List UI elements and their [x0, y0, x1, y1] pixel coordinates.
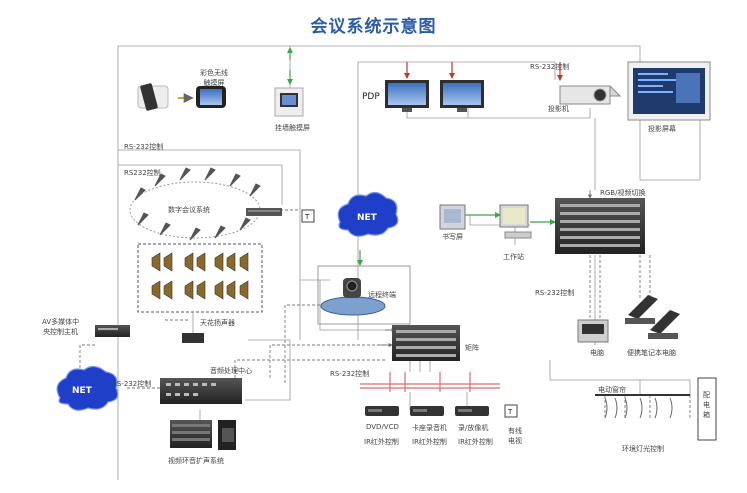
rs232-top-label: RS-232控制: [124, 143, 164, 151]
video-recorder: [455, 406, 489, 416]
wireless-touch-label: 彩色无线 触摸屏: [200, 69, 228, 87]
t-box-2: T: [504, 404, 518, 418]
laptop-computers: [625, 295, 680, 339]
ir-ctrl-1-label: IR红外控制: [364, 438, 399, 446]
pdp-display-1: [385, 80, 429, 112]
wireless-touch-panel: [137, 83, 226, 111]
rs232-matrix-label: RS-232控制: [330, 370, 370, 378]
cassette-label: 卡座录音机: [412, 424, 447, 432]
av-control-host: [95, 325, 130, 337]
projector: [558, 85, 622, 105]
power-distribution-box: [697, 377, 717, 441]
diagram-title: 会议系统示意图: [310, 17, 437, 37]
laptop-label: 便携笔记本电脑: [627, 349, 676, 357]
pdp-display-2: [440, 80, 484, 112]
wall-touch-label: 挂墙触摸屏: [275, 124, 310, 132]
t-box-1: T: [301, 209, 315, 223]
audio-center-label: 音频处理中心: [210, 367, 252, 375]
cassette-deck: [410, 406, 444, 416]
curtain-label: 电动窗帘: [598, 386, 626, 394]
wall-touch-panel: [274, 87, 304, 117]
av-host-label: AV多媒体中 央控制主机: [42, 318, 80, 336]
t-box-2-label: T: [507, 408, 513, 416]
cable-tv-label: 有线 电视: [508, 427, 522, 445]
recorder-label: 录/放像机: [458, 424, 489, 432]
ir-ctrl-3-label: IR红外控制: [458, 438, 493, 446]
tablet-label: 书写屏: [442, 233, 463, 241]
dvd-player: [365, 406, 399, 416]
red-bus: [360, 372, 500, 392]
electric-curtain: [595, 394, 690, 419]
t-box-1-label: T: [304, 213, 310, 221]
ceiling-speaker-array: [137, 243, 263, 313]
video-amp-label: 视频环音扩声系统: [168, 457, 224, 465]
lighting-label: 环境灯光控制: [622, 445, 664, 453]
net-bottom-label: NET: [72, 386, 93, 396]
net-top-label: NET: [357, 213, 378, 223]
remote-camera-label: 远程终端: [368, 291, 396, 299]
rs232-right-label: RS-232控制: [535, 289, 575, 297]
signal-arrows: [178, 47, 592, 347]
digital-conference-mics: [129, 167, 261, 241]
power-box-label: 配电箱: [703, 391, 710, 419]
workstation-label: 工作站: [503, 253, 524, 261]
desktop-computer: [577, 319, 609, 343]
rgb-switcher-rack: [555, 198, 645, 254]
pdp-label: PDP: [362, 92, 380, 102]
dvd-label: DVD/VCD: [366, 423, 399, 431]
rs232-av-label: RS-232控制: [112, 380, 152, 388]
projector-screen: [627, 61, 711, 121]
conference-controller: [246, 208, 282, 216]
matrix-label: 矩阵: [465, 344, 479, 352]
matrix-rack: [392, 325, 460, 361]
rs232-inner-label: RS232控制: [124, 169, 161, 177]
net-cloud-bottom: NET: [56, 365, 119, 411]
workstation: [499, 204, 532, 239]
rs232-proj-label: RS-232控制: [530, 63, 570, 71]
rgb-switcher-label: RGB/视频切换: [600, 189, 646, 197]
computer-label: 电脑: [590, 349, 604, 357]
speaker-amplifier: [182, 312, 204, 343]
projector-screen-label: 投影屏幕: [648, 125, 676, 133]
writing-tablet: [439, 204, 466, 230]
remote-camera-terminal: [317, 265, 411, 325]
projector-label: 投影机: [548, 105, 569, 113]
video-amp-rack: [170, 420, 236, 450]
digital-conf-label: 数字会议系统: [168, 206, 210, 214]
audio-processing-rack: [160, 378, 242, 404]
ir-ctrl-2-label: IR红外控制: [412, 438, 447, 446]
net-cloud-top: NET: [337, 191, 399, 237]
ceiling-speakers-label: 天花扬声器: [200, 319, 235, 327]
